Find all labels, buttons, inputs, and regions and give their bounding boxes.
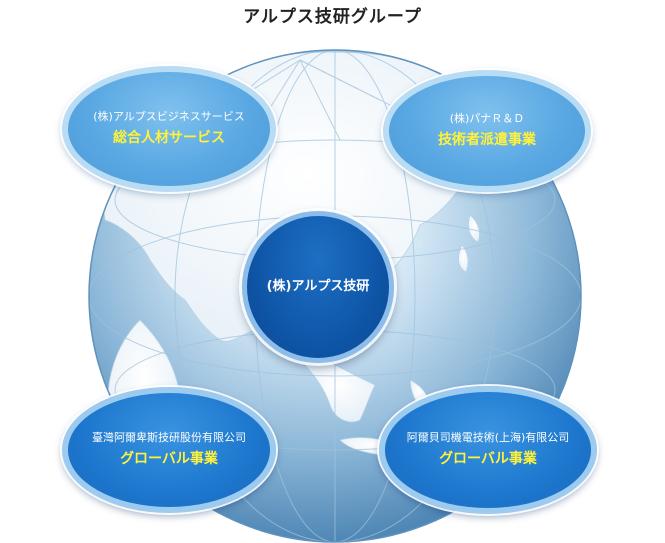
company-name: 臺灣阿爾卑斯技研股份有限公司: [92, 431, 246, 444]
business-label: 総合人材サービス: [113, 130, 225, 146]
node-shanghai-alps: 阿爾貝司機電技術(上海)有限公司 グローバル事業: [379, 386, 597, 514]
node-alps-giken: (株)アルプス技研: [242, 211, 394, 363]
company-name: 阿爾貝司機電技術(上海)有限公司: [406, 431, 570, 444]
company-name: (株)アルプス技研: [266, 279, 370, 294]
page-title: アルプス技研グループ: [243, 7, 422, 27]
business-label: グローバル事業: [439, 451, 537, 467]
company-name: (株)アルプスビジネスサービス: [93, 110, 245, 123]
business-label: グローバル事業: [120, 451, 218, 467]
node-pana-rd: (株)パナＲ＆Ｄ 技術者派遣事業: [383, 70, 591, 192]
company-name: (株)パナＲ＆Ｄ: [449, 112, 525, 125]
business-label: 技術者派遣事業: [438, 132, 536, 148]
node-taiwan-alps: 臺灣阿爾卑斯技研股份有限公司 グローバル事業: [62, 387, 276, 513]
node-alps-business-service: (株)アルプスビジネスサービス 総合人材サービス: [62, 66, 276, 192]
